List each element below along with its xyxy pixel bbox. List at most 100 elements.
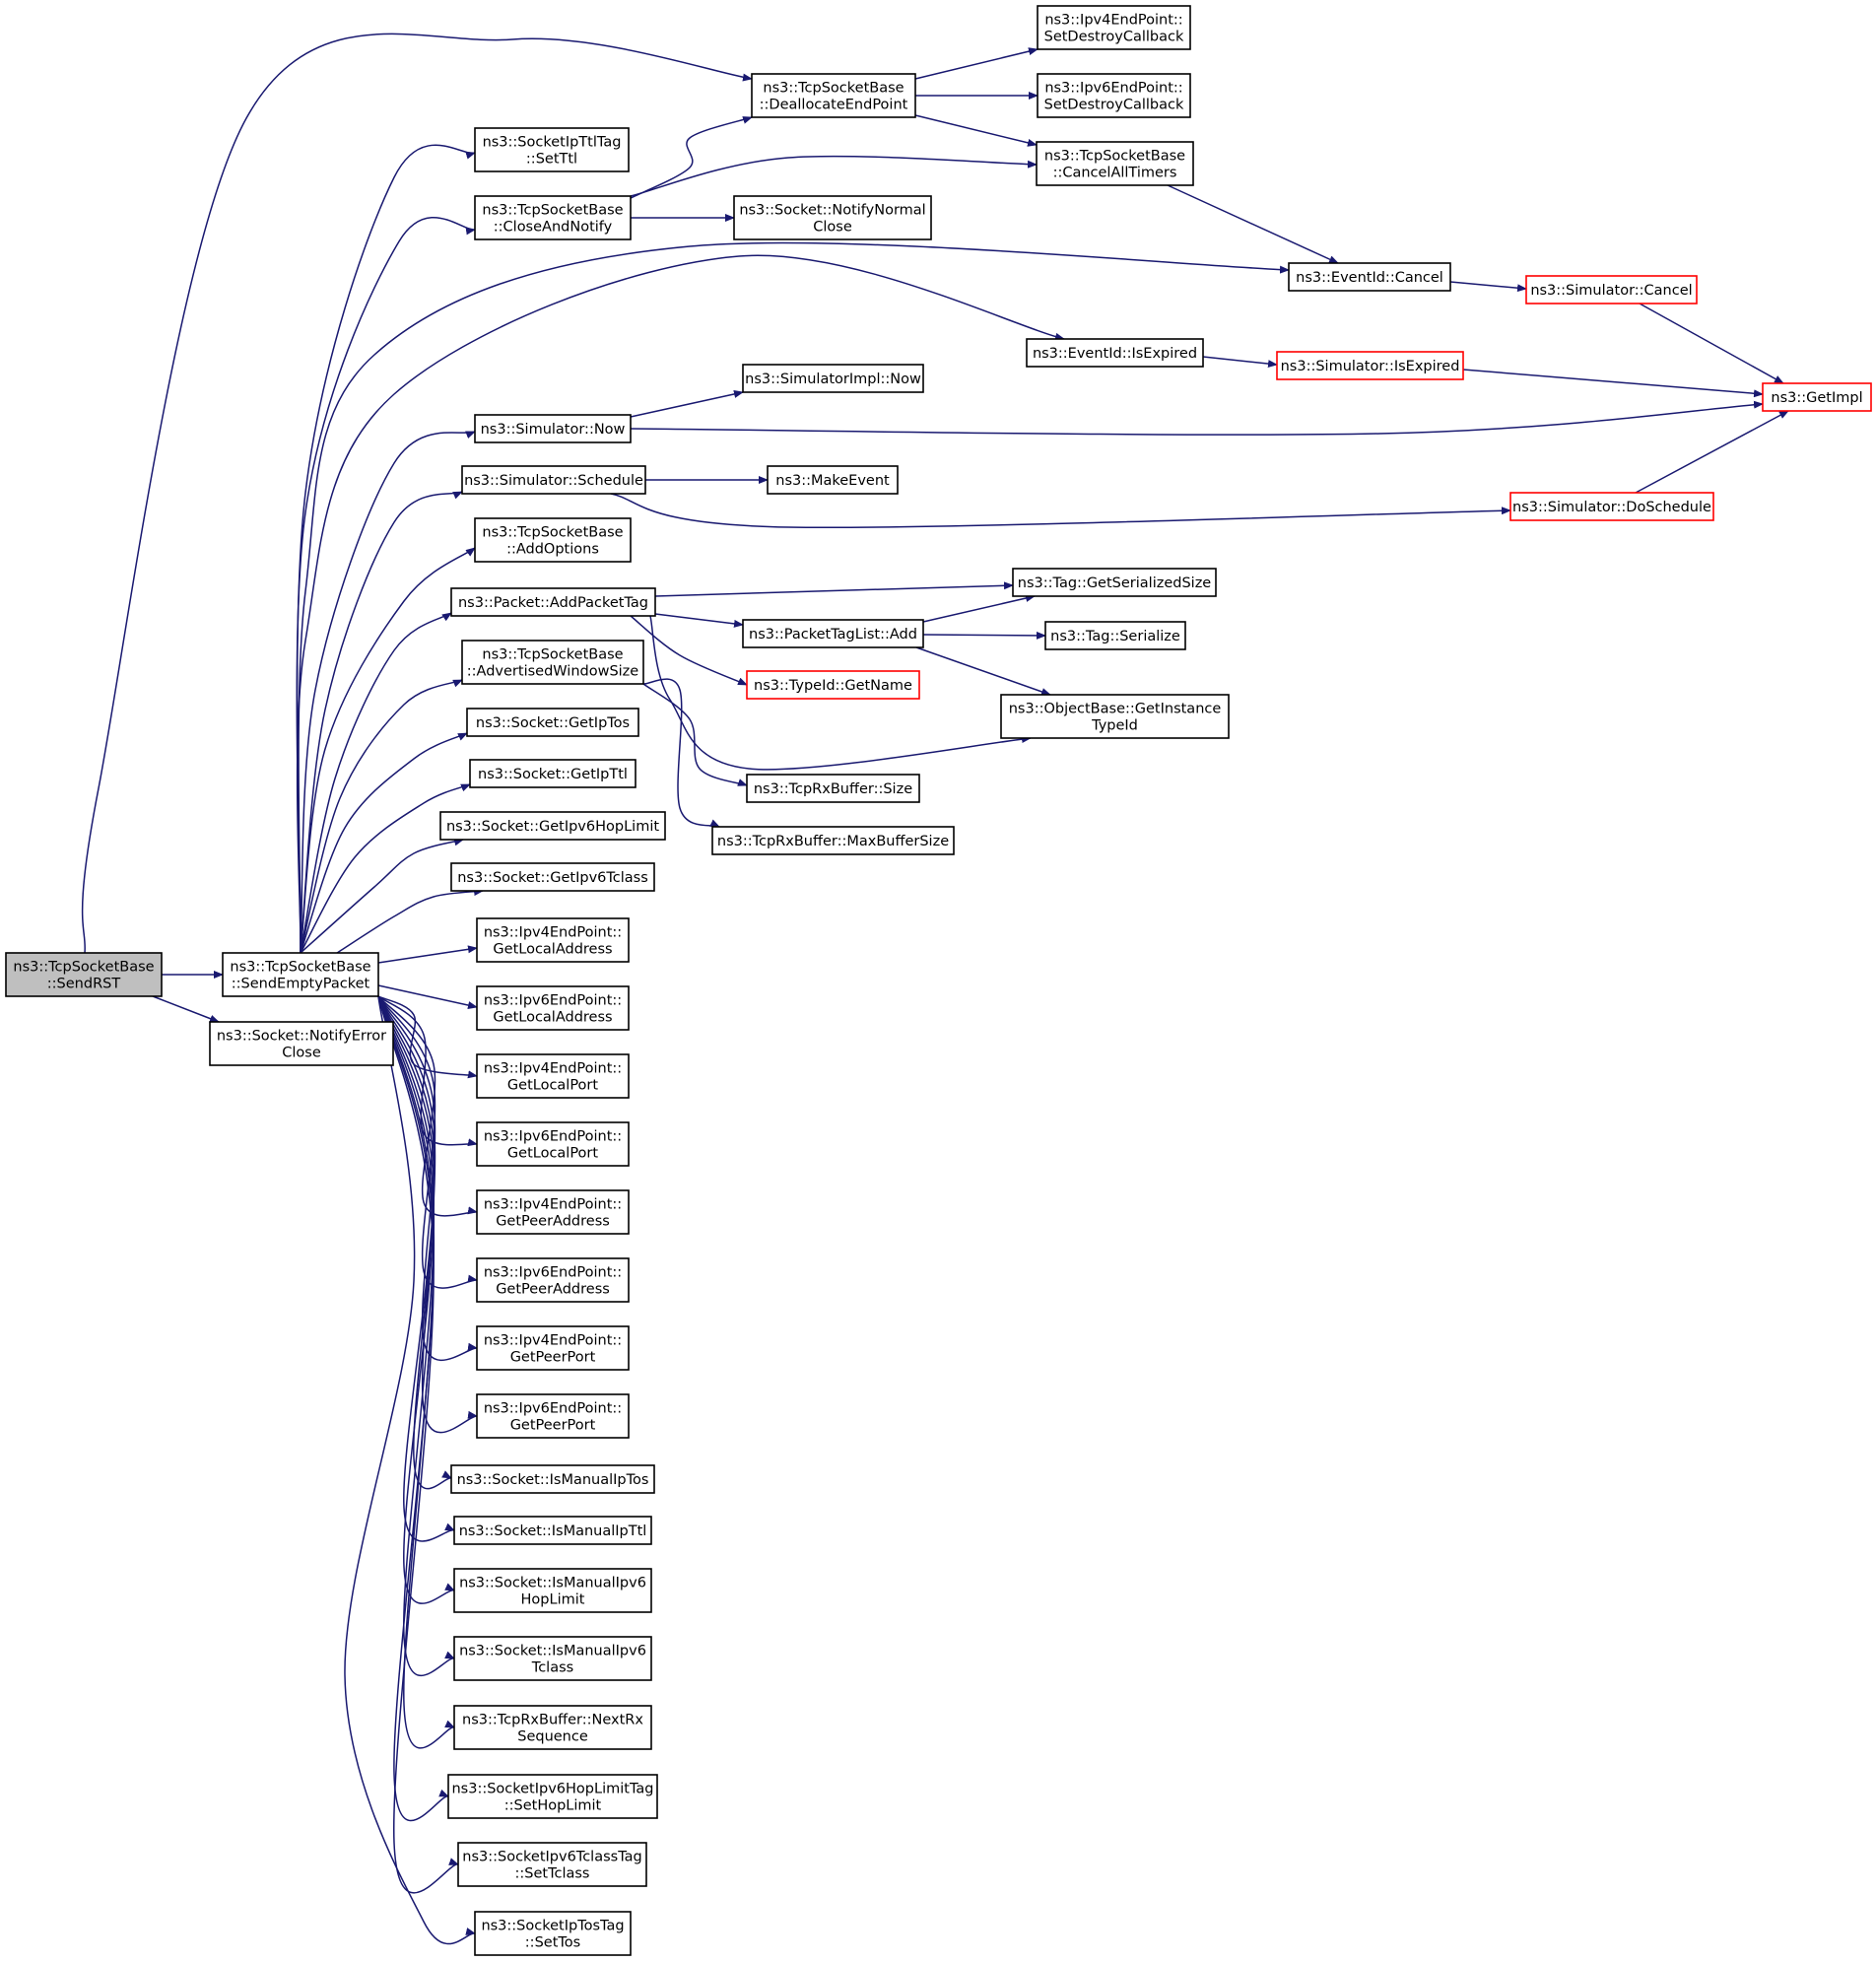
edge-arrow: [915, 646, 1051, 696]
node-label-line: ::AddOptions: [506, 542, 599, 558]
node-settclass[interactable]: ns3::SocketIpv6TclassTag::SetTclass: [457, 1842, 647, 1887]
node-box: [476, 1325, 630, 1371]
edge-arrow: [630, 116, 753, 199]
node-ipttl_setttl[interactable]: ns3::SocketIpTtlTag::SetTtl: [474, 127, 630, 172]
edge-sendemptypacket-to-ipv4_getpeerport: [377, 995, 478, 1362]
node-label-line: ns3::Simulator::DoSchedule: [1512, 500, 1711, 515]
edge-arrow: [1462, 369, 1764, 398]
edge-eventid_cancel-to-simulator_cancel: [1449, 281, 1527, 293]
node-ismanualipttl[interactable]: ns3::Socket::IsManualIpTtl: [453, 1516, 652, 1545]
node-box: [461, 640, 644, 685]
node-label-line: ::AdvertisedWindowSize: [467, 664, 639, 680]
node-rxbuffer_maxbuffersize[interactable]: ns3::TcpRxBuffer::MaxBufferSize: [711, 826, 955, 855]
edge-simulator_now-to-getimpl: [630, 400, 1764, 436]
node-getiptos[interactable]: ns3::Socket::GetIpTos: [466, 708, 639, 737]
edge-arrow: [630, 400, 1764, 436]
node-label-line: ns3::Ipv6EndPoint::: [484, 993, 622, 1009]
node-settos[interactable]: ns3::SocketIpTosTag::SetTos: [474, 1911, 632, 1956]
node-box: [1026, 338, 1204, 368]
edge-simulator_cancel-to-getimpl: [1639, 303, 1784, 384]
node-sendemptypacket[interactable]: ns3::TcpSocketBase::SendEmptyPacket: [222, 952, 379, 997]
node-typeid_getname[interactable]: ns3::TypeId::GetName: [746, 670, 920, 700]
node-getipv6tclass[interactable]: ns3::Socket::GetIpv6Tclass: [450, 862, 655, 892]
node-ipv4_getpeerport[interactable]: ns3::Ipv4EndPoint::GetPeerPort: [476, 1325, 630, 1371]
node-label-line: ns3::TcpRxBuffer::Size: [754, 781, 912, 797]
node-box: [1036, 141, 1194, 186]
node-ipv6_getpeeraddress[interactable]: ns3::Ipv6EndPoint::GetPeerAddress: [476, 1257, 630, 1303]
node-addoptions[interactable]: ns3::TcpSocketBase::AddOptions: [474, 517, 632, 563]
node-box: [5, 952, 163, 997]
node-simulator_cancel[interactable]: ns3::Simulator::Cancel: [1525, 275, 1698, 304]
node-label-line: ::SetTos: [525, 1935, 580, 1951]
node-box: [476, 985, 630, 1031]
node-simulator_schedule[interactable]: ns3::Simulator::Schedule: [461, 465, 646, 495]
edge-arrow: [296, 254, 1065, 954]
edge-sendrst-to-notifyerrorclose: [152, 995, 220, 1023]
node-ipv6_getlocaladdress[interactable]: ns3::Ipv6EndPoint::GetLocalAddress: [476, 985, 630, 1031]
node-label-line: ::SetTtl: [526, 152, 577, 168]
node-rxbuffer_size[interactable]: ns3::TcpRxBuffer::Size: [746, 774, 920, 803]
node-sethoplimit[interactable]: ns3::SocketIpv6HopLimitTag::SetHopLimit: [447, 1774, 658, 1819]
node-closeandnotify[interactable]: ns3::TcpSocketBase::CloseAndNotify: [474, 195, 632, 240]
edge-arrow: [300, 612, 452, 954]
node-sendrst[interactable]: ns3::TcpSocketBase::SendRST: [5, 952, 163, 997]
node-box: [447, 1774, 658, 1819]
node-tag_serialize[interactable]: ns3::Tag::Serialize: [1044, 621, 1186, 650]
node-label-line: GetLocalAddress: [493, 942, 612, 958]
edge-sendemptypacket-to-settclass: [377, 995, 459, 1894]
edge-arrow: [914, 114, 1038, 147]
node-deallocateendpoint[interactable]: ns3::TcpSocketBase::DeallocateEndPoint: [751, 73, 916, 118]
node-box: [209, 1021, 394, 1066]
node-ipv6_getlocalport[interactable]: ns3::Ipv6EndPoint::GetLocalPort: [476, 1121, 630, 1167]
node-getipttl[interactable]: ns3::Socket::GetIpTtl: [469, 759, 636, 788]
edge-addpackettag-to-packettaglist_add: [654, 613, 744, 628]
node-advertisedwindowsize[interactable]: ns3::TcpSocketBase::AdvertisedWindowSize: [461, 640, 644, 685]
node-box: [453, 1705, 652, 1750]
node-getipv6hoplimit[interactable]: ns3::Socket::GetIpv6HopLimit: [439, 811, 666, 841]
edge-cancelalltimers-to-eventid_cancel: [1167, 184, 1339, 264]
node-makeevent[interactable]: ns3::MakeEvent: [767, 465, 899, 495]
node-ipv4_getlocaladdress[interactable]: ns3::Ipv4EndPoint::GetLocalAddress: [476, 917, 630, 963]
node-ipv4_getpeeraddress[interactable]: ns3::Ipv4EndPoint::GetPeerAddress: [476, 1189, 630, 1235]
node-label-line: ::DeallocateEndPoint: [760, 98, 908, 113]
edge-arrow: [654, 613, 744, 628]
node-box: [746, 774, 920, 803]
edge-arrow: [377, 995, 455, 1542]
edge-arrow: [300, 783, 471, 954]
node-label-line: ::SetHopLimit: [504, 1798, 602, 1814]
node-box: [466, 708, 639, 737]
node-getimpl[interactable]: ns3::GetImpl: [1762, 382, 1872, 412]
edge-closeandnotify-to-cancelalltimers: [630, 155, 1038, 197]
node-ipv4_getlocalport[interactable]: ns3::Ipv4EndPoint::GetLocalPort: [476, 1053, 630, 1099]
node-eventid_cancel[interactable]: ns3::EventId::Cancel: [1288, 262, 1451, 292]
node-eventid_isexpired[interactable]: ns3::EventId::IsExpired: [1026, 338, 1204, 368]
edge-arrow: [300, 491, 463, 954]
node-simulator_isexpired[interactable]: ns3::Simulator::IsExpired: [1276, 351, 1464, 380]
edge-sendemptypacket-to-getiptos: [300, 732, 468, 954]
node-simimpl_now[interactable]: ns3::SimulatorImpl::Now: [742, 364, 924, 393]
edge-packettaglist_add-to-getinstancetypeid: [915, 646, 1051, 696]
edge-sendemptypacket-to-addoptions: [300, 547, 476, 954]
node-ismanualiptos[interactable]: ns3::Socket::IsManualIpTos: [450, 1464, 655, 1494]
node-label-line: HopLimit: [521, 1592, 585, 1608]
node-cancelalltimers[interactable]: ns3::TcpSocketBase::CancelAllTimers: [1036, 141, 1194, 186]
node-simulator_now[interactable]: ns3::Simulator::Now: [474, 414, 632, 443]
node-label-line: ns3::Ipv4EndPoint::: [484, 1061, 622, 1077]
node-ipv4_setdestroycb[interactable]: ns3::Ipv4EndPoint::SetDestroyCallback: [1037, 5, 1191, 50]
node-doschedule[interactable]: ns3::Simulator::DoSchedule: [1509, 492, 1714, 521]
node-getserializedsize[interactable]: ns3::Tag::GetSerializedSize: [1012, 568, 1217, 597]
node-packettaglist_add[interactable]: ns3::PacketTagList::Add: [742, 619, 924, 648]
edge-arrow: [1167, 184, 1339, 264]
node-ipv6_setdestroycb[interactable]: ns3::Ipv6EndPoint::SetDestroyCallback: [1037, 73, 1191, 118]
node-ipv6_getpeerport[interactable]: ns3::Ipv6EndPoint::GetPeerPort: [476, 1393, 630, 1439]
node-box: [1044, 621, 1186, 650]
edges-layer: [81, 33, 1789, 1945]
node-addpackettag[interactable]: ns3::Packet::AddPacketTag: [450, 587, 656, 617]
